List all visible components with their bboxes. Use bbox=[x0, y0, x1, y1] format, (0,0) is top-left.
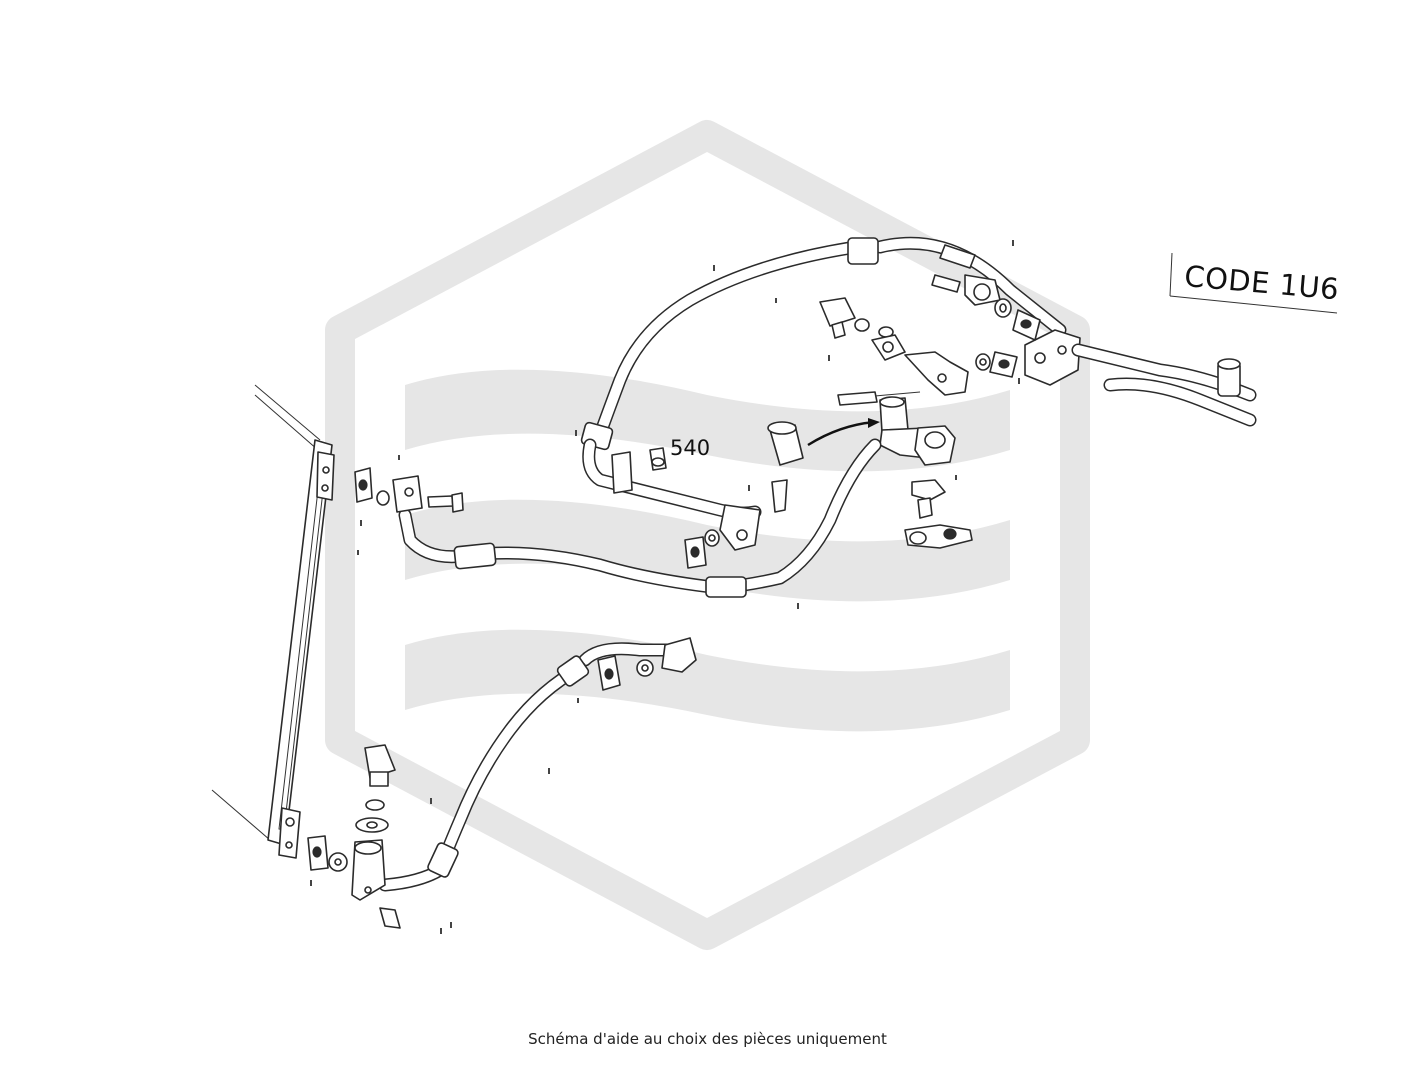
part-reference-label: 540 bbox=[670, 436, 711, 460]
diagram-caption: Schéma d'aide au choix des pièces unique… bbox=[528, 1030, 887, 1048]
service-valves bbox=[931, 244, 1041, 378]
liquid-hose bbox=[354, 438, 882, 598]
expansion-valve bbox=[767, 396, 973, 549]
lower-fitting bbox=[307, 744, 401, 929]
condenser-rail bbox=[211, 384, 335, 859]
tick-marks bbox=[310, 240, 1020, 934]
lower-pipe bbox=[378, 637, 697, 892]
fitting-540-area bbox=[649, 447, 720, 569]
sensor-cluster bbox=[819, 297, 969, 406]
right-connector bbox=[1024, 252, 1338, 427]
watermark-logo bbox=[325, 120, 1090, 950]
